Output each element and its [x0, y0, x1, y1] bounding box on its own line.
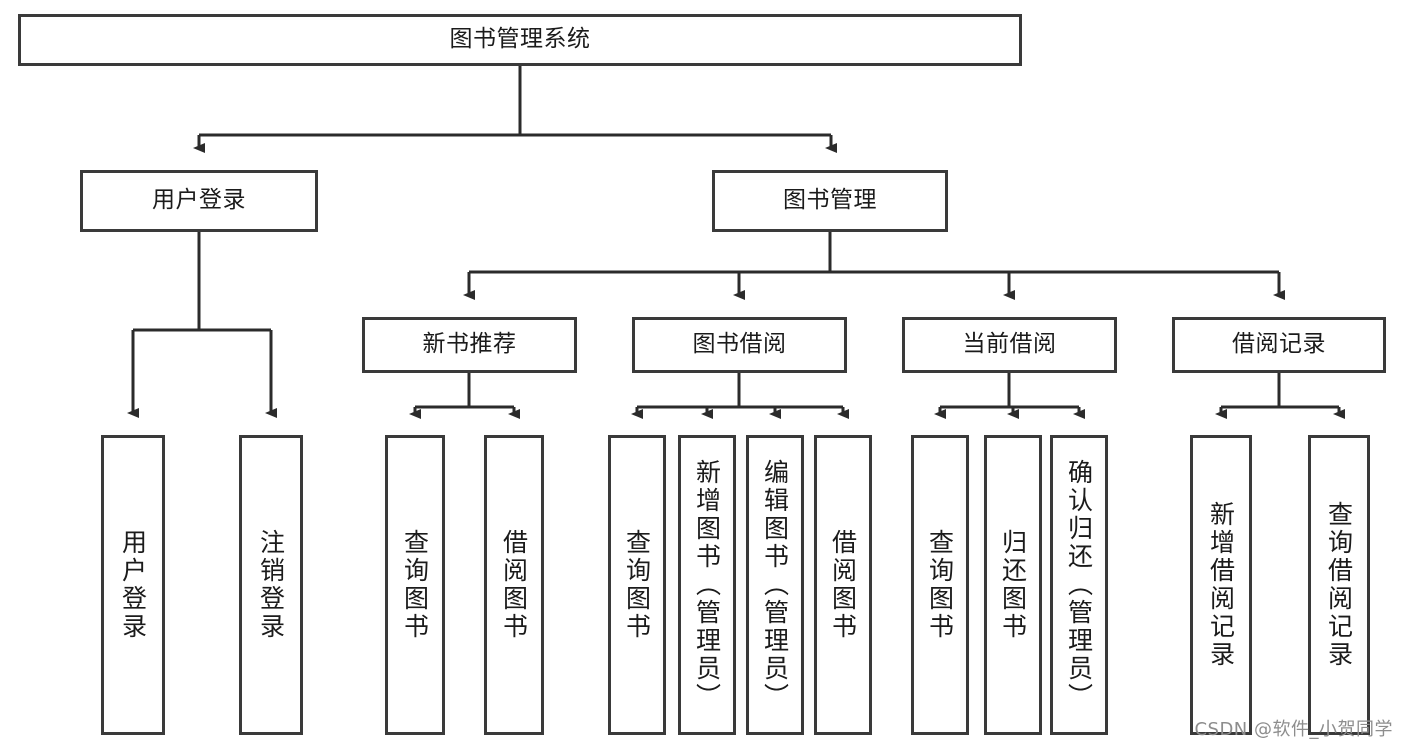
- node-leaf-borrow-book-2[interactable]: 借阅图书: [814, 435, 872, 735]
- node-leaf-confirm-return-label: 确认归还（管理员）: [1064, 459, 1094, 711]
- node-current-borrow[interactable]: 当前借阅: [902, 317, 1117, 373]
- node-new-book-recommend[interactable]: 新书推荐: [362, 317, 577, 373]
- node-leaf-user-login-label: 用户登录: [118, 529, 148, 641]
- node-leaf-user-login[interactable]: 用户登录: [101, 435, 165, 735]
- node-new-book-recommend-label: 新书推荐: [422, 331, 517, 358]
- node-leaf-query-record-label: 查询借阅记录: [1324, 501, 1354, 669]
- node-leaf-return-book-label: 归还图书: [998, 529, 1028, 641]
- node-leaf-add-book-label: 新增图书（管理员）: [692, 459, 722, 711]
- node-current-borrow-label: 当前借阅: [962, 331, 1057, 358]
- node-leaf-borrow-book-1-label: 借阅图书: [499, 529, 529, 641]
- node-book-borrow-label: 图书借阅: [692, 331, 787, 358]
- node-user-login-label: 用户登录: [152, 187, 246, 214]
- node-book-borrow[interactable]: 图书借阅: [632, 317, 847, 373]
- node-user-login[interactable]: 用户登录: [80, 170, 318, 232]
- node-leaf-borrow-book-2-label: 借阅图书: [828, 529, 858, 641]
- node-leaf-return-book[interactable]: 归还图书: [984, 435, 1042, 735]
- node-leaf-borrow-book-1[interactable]: 借阅图书: [484, 435, 544, 735]
- node-book-manage-label: 图书管理: [783, 187, 877, 214]
- node-leaf-edit-book-label: 编辑图书（管理员）: [760, 459, 790, 711]
- watermark: CSDN @软件_小贺同学: [1194, 719, 1393, 740]
- node-root-label: 图书管理系统: [449, 26, 591, 53]
- node-borrow-record-label: 借阅记录: [1232, 331, 1326, 358]
- node-book-manage[interactable]: 图书管理: [712, 170, 948, 232]
- node-leaf-query-book-3[interactable]: 查询图书: [911, 435, 969, 735]
- node-leaf-logout-label: 注销登录: [256, 529, 286, 641]
- node-leaf-query-book-2-label: 查询图书: [622, 529, 652, 641]
- node-leaf-logout[interactable]: 注销登录: [239, 435, 303, 735]
- node-borrow-record[interactable]: 借阅记录: [1172, 317, 1386, 373]
- node-root[interactable]: 图书管理系统: [18, 14, 1022, 66]
- node-leaf-query-record[interactable]: 查询借阅记录: [1308, 435, 1370, 735]
- node-leaf-add-record-label: 新增借阅记录: [1206, 501, 1236, 669]
- node-leaf-query-book-2[interactable]: 查询图书: [608, 435, 666, 735]
- node-leaf-query-book-1-label: 查询图书: [400, 529, 430, 641]
- node-leaf-query-book-3-label: 查询图书: [925, 529, 955, 641]
- node-leaf-confirm-return[interactable]: 确认归还（管理员）: [1050, 435, 1108, 735]
- node-leaf-edit-book[interactable]: 编辑图书（管理员）: [746, 435, 804, 735]
- node-leaf-add-record[interactable]: 新增借阅记录: [1190, 435, 1252, 735]
- node-leaf-query-book-1[interactable]: 查询图书: [385, 435, 445, 735]
- node-leaf-add-book[interactable]: 新增图书（管理员）: [678, 435, 736, 735]
